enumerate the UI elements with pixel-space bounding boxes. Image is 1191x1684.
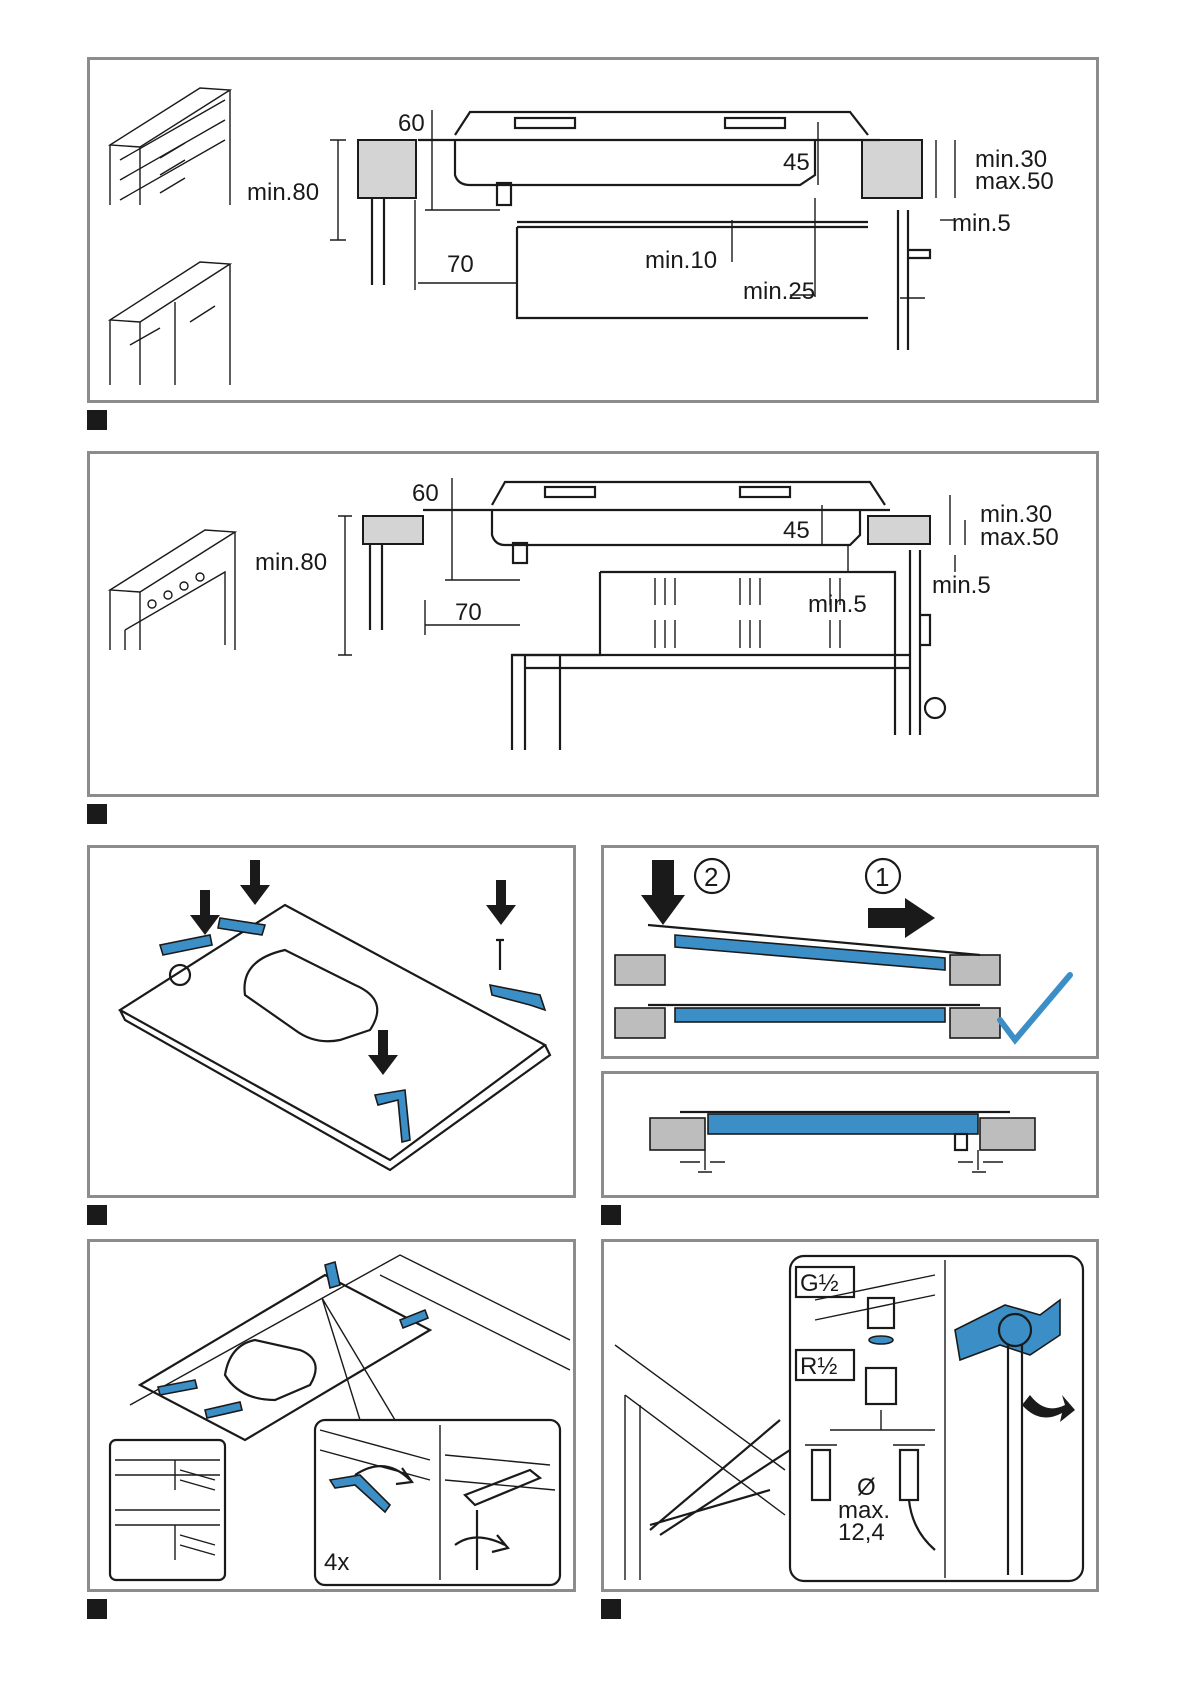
figure-panel-3 [87, 845, 576, 1198]
figure-panel-4 [601, 845, 1099, 1059]
figure-panel-5 [601, 1071, 1099, 1198]
figure-marker-5 [601, 1205, 621, 1225]
figure-marker-7 [601, 1599, 621, 1619]
figure-marker-6 [87, 1599, 107, 1619]
figure-marker-3 [87, 1205, 107, 1225]
figure-panel-2 [87, 451, 1099, 797]
figure-panel-6 [87, 1239, 576, 1592]
figure-panel-1 [87, 57, 1099, 403]
figure-marker-2 [87, 804, 107, 824]
figure-marker-1 [87, 410, 107, 430]
figure-panel-7 [601, 1239, 1099, 1592]
